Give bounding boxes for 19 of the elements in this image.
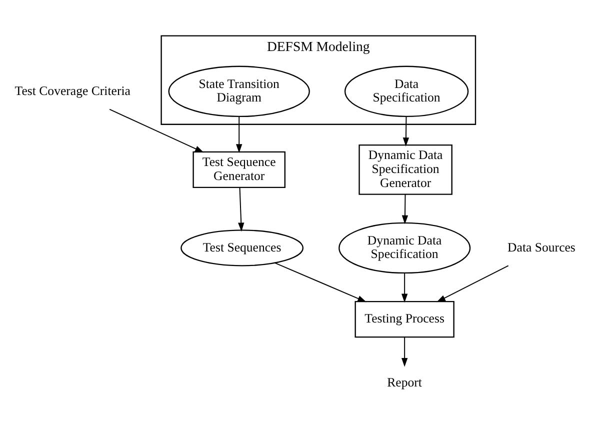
arrow <box>274 262 366 302</box>
arrow <box>238 186 244 232</box>
arrow <box>436 264 509 302</box>
node-text: Report <box>387 375 422 390</box>
arrow <box>401 336 408 366</box>
node-box: Dynamic Data Specification Generator <box>358 144 452 194</box>
node-text: Test Coverage Criteria <box>14 83 130 98</box>
arrow <box>401 272 408 302</box>
node-ellipse: Dynamic Data Specification <box>338 222 471 274</box>
arrow <box>109 108 204 152</box>
node-box: Test Sequence Generator <box>192 150 286 188</box>
arrow <box>402 116 410 146</box>
node-box: Testing Process <box>354 300 454 338</box>
node-ellipse: State Transition Diagram <box>168 65 310 117</box>
arrow <box>236 116 242 152</box>
node-ellipse: Data Specification <box>344 65 469 117</box>
node-text: Data Sources <box>508 240 576 254</box>
arrow <box>402 193 408 224</box>
node-ellipse: Test Sequences <box>180 229 304 266</box>
